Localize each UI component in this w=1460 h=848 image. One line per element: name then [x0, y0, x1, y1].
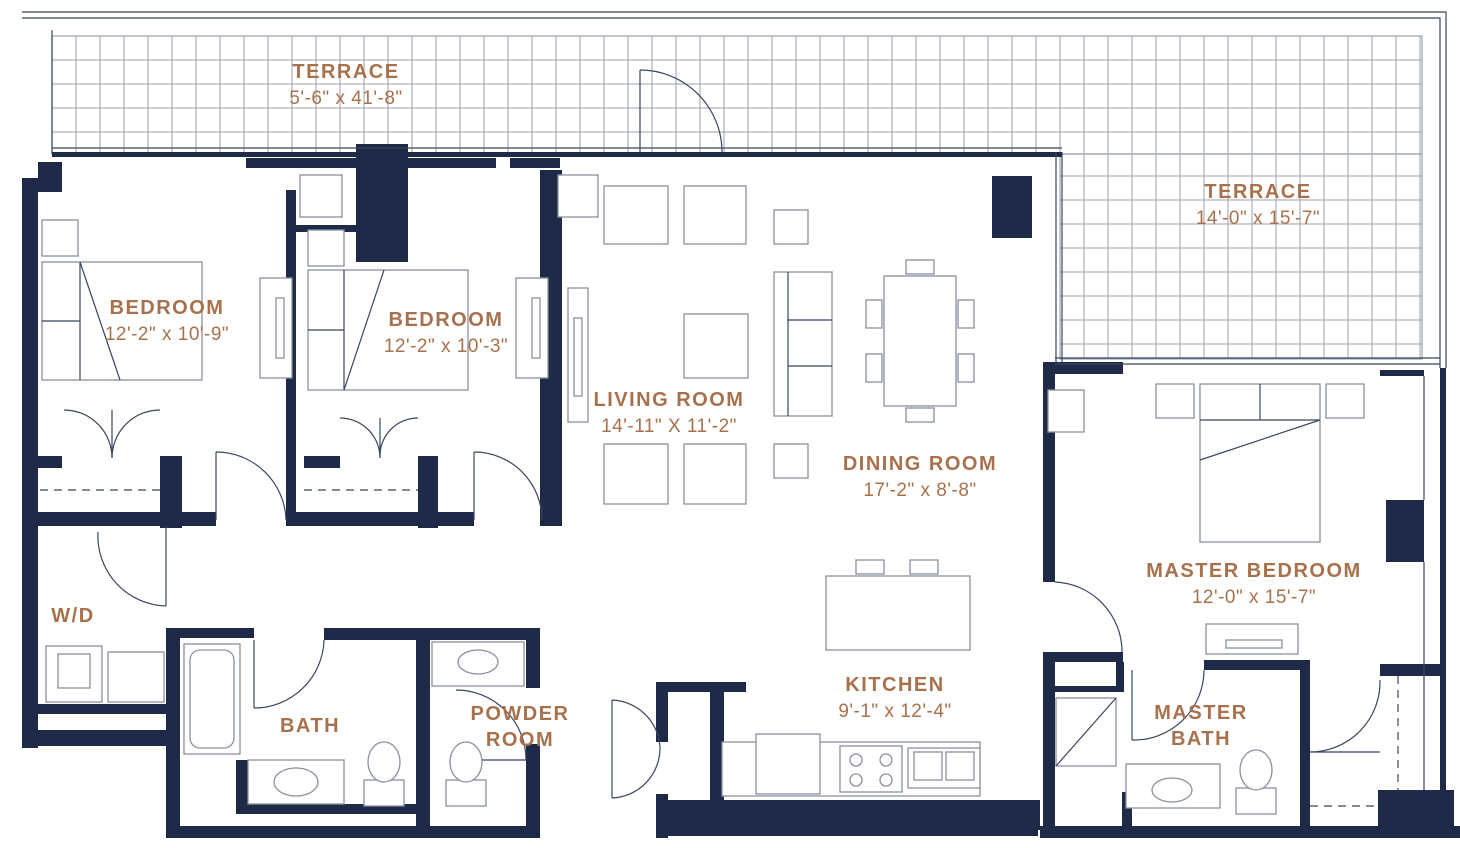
windows — [52, 147, 1440, 790]
kitchen-dims: 9'-1" x 12'-4" — [838, 701, 951, 722]
toilet-tank — [363, 779, 405, 807]
terrace-left-name: TERRACE — [292, 61, 399, 83]
dryer — [107, 651, 165, 703]
sofa — [773, 271, 833, 417]
hvac — [557, 174, 599, 218]
toilet-tank — [1235, 787, 1277, 815]
powder-room-name-line2: ROOM — [486, 729, 554, 751]
side-table — [773, 443, 809, 479]
master-bath-name-line1: MASTER — [1154, 702, 1247, 724]
armchair — [603, 443, 669, 505]
terrace-right-name: TERRACE — [1204, 181, 1311, 203]
living-room-name: LIVING ROOM — [594, 389, 745, 411]
bedroom-2-name: BEDROOM — [389, 309, 504, 331]
coffee-table — [683, 313, 749, 379]
furniture — [41, 174, 1365, 815]
nightstand — [41, 219, 79, 257]
wd-name: W/D — [51, 605, 94, 627]
walls — [22, 144, 1460, 838]
dining-table — [883, 275, 957, 407]
fridge — [755, 733, 821, 795]
bedroom-1-dims: 12'-2" x 10'-9" — [105, 324, 229, 345]
dining-room-dims: 17'-2" x 8'-8" — [863, 480, 976, 501]
dresser — [1205, 623, 1299, 655]
bedroom-2-dims: 12'-2" x 10'-3" — [384, 336, 508, 357]
toilet-tank — [445, 779, 487, 807]
terrace-left-dims: 5'-6" x 41'-8" — [289, 88, 402, 109]
armchair — [683, 443, 747, 505]
master-bedroom-name: MASTER BEDROOM — [1146, 560, 1361, 582]
living-room-dims: 14'-11" X 11'-2" — [601, 416, 737, 437]
master-bedroom-dims: 12'-0" x 15'-7" — [1192, 587, 1316, 608]
dining-room-name: DINING ROOM — [843, 453, 997, 475]
kitchen-island — [825, 575, 971, 651]
nightstand — [1155, 383, 1195, 419]
hvac — [1047, 389, 1085, 433]
bedroom-1-name: BEDROOM — [110, 297, 225, 319]
terrace-right-dims: 14'-0" x 15'-7" — [1196, 208, 1320, 229]
doors — [40, 69, 1399, 807]
terrace-right-paving — [1059, 152, 1423, 360]
terrace-left-paving — [51, 35, 1423, 155]
hvac — [299, 174, 343, 218]
master-bath-name-line2: BATH — [1171, 728, 1231, 750]
kitchen-name: KITCHEN — [845, 674, 944, 696]
range — [839, 745, 903, 793]
armchair — [603, 185, 669, 245]
armchair — [683, 185, 747, 245]
nightstand — [307, 229, 345, 267]
powder-room-name-line1: POWDER — [471, 703, 570, 725]
side-table — [773, 209, 809, 245]
bath-name: BATH — [280, 715, 340, 737]
room-labels: TERRACE 5'-6" x 41'-8" TERRACE 14'-0" x … — [51, 61, 1361, 751]
nightstand — [1325, 383, 1365, 419]
terrace-railing — [22, 11, 1447, 368]
